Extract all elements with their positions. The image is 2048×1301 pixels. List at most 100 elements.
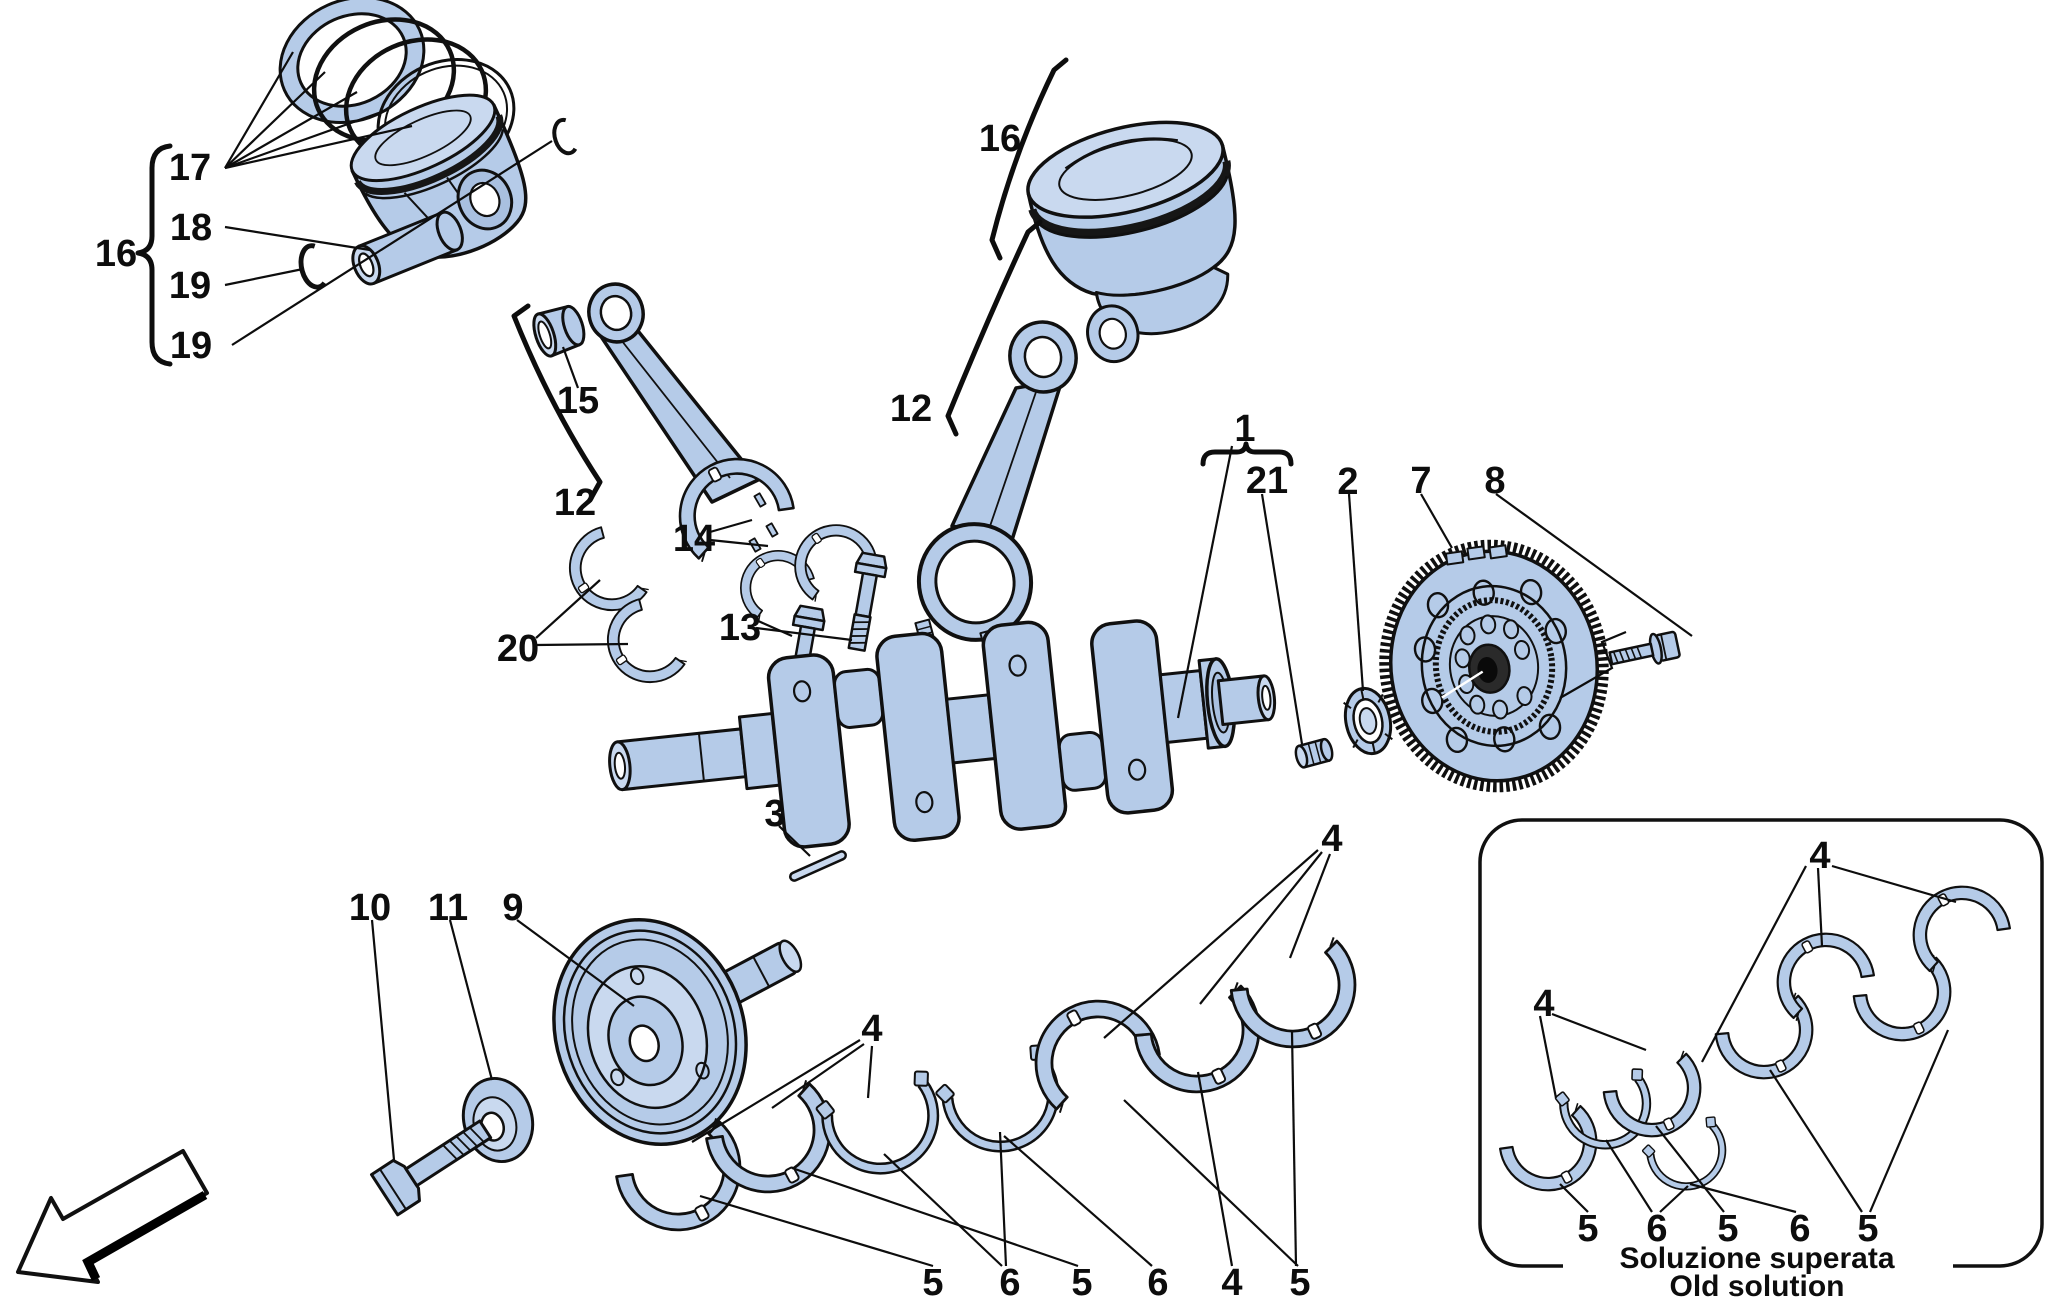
- callout-3: 3: [764, 793, 785, 835]
- leader-line: [370, 919, 396, 1161]
- flywheel-studs: [1454, 614, 1533, 720]
- leader-line: [448, 919, 494, 1081]
- leader-line: [778, 825, 811, 857]
- leader-line: [709, 518, 753, 534]
- leader-line: [1551, 1012, 1647, 1052]
- callout-8: 8: [1484, 460, 1505, 502]
- callout-brackets: [135, 57, 1294, 503]
- leader-line: [998, 1131, 1008, 1267]
- leader-line: [883, 1153, 1003, 1267]
- leader-line: [224, 124, 413, 170]
- leader-line: [1176, 445, 1234, 719]
- callout-21: 21: [1246, 460, 1288, 502]
- callout-7: 7: [1410, 460, 1431, 502]
- rod-cap-and-shells: [725, 492, 881, 623]
- leader-line: [224, 91, 358, 169]
- callout-5: 5: [1577, 1208, 1598, 1250]
- leader-line: [791, 1166, 1079, 1268]
- callout-20: 20: [497, 628, 539, 670]
- callout-16: 16: [95, 233, 137, 275]
- leader-line: [1420, 493, 1453, 549]
- leader-line: [535, 642, 629, 647]
- leader-line: [224, 225, 371, 252]
- callout-4: 4: [861, 1008, 882, 1050]
- callout-5: 5: [1289, 1262, 1310, 1301]
- callout-18: 18: [170, 207, 212, 249]
- callout-11: 11: [428, 887, 468, 929]
- leader-line: [866, 1045, 874, 1099]
- small-end-bushing: [532, 304, 586, 358]
- callout-4: 4: [1321, 818, 1342, 860]
- callout-12: 12: [554, 482, 596, 524]
- crankshaft: [608, 619, 1277, 849]
- callout-16: 16: [979, 118, 1021, 160]
- leader-lines: [224, 51, 1957, 1268]
- crank-pulley: [552, 918, 748, 1146]
- connecting-rod-left: [587, 282, 800, 566]
- leader-line: [224, 71, 326, 169]
- leader-line: [1288, 853, 1332, 959]
- leader-line: [1659, 1185, 1689, 1213]
- pilot-plug: [1294, 737, 1334, 769]
- leader-line: [1123, 1099, 1299, 1267]
- old-solution-shells: [1494, 868, 2016, 1209]
- callout-12: 12: [890, 388, 932, 430]
- callout-5: 5: [1857, 1208, 1878, 1250]
- leader-line: [709, 538, 769, 548]
- circlip-19b: [552, 117, 578, 156]
- pilot-bearing: [1343, 686, 1393, 756]
- old-solution-caption-en: Old solution: [1670, 1270, 1845, 1301]
- leader-line: [535, 579, 601, 639]
- callout-4: 4: [1809, 835, 1830, 877]
- callout-5: 5: [922, 1262, 943, 1301]
- old-solution-box: Soluzione superata Old solution: [1478, 818, 2044, 1301]
- callout-13: 13: [719, 607, 761, 649]
- piston-left: [349, 93, 528, 259]
- leader-line: [771, 1043, 865, 1109]
- dowels-14: [748, 492, 779, 553]
- circlip-19a: [298, 243, 327, 290]
- callout-bracket: [1200, 441, 1294, 467]
- callout-17: 17: [169, 147, 211, 189]
- callout-6: 6: [1147, 1262, 1168, 1301]
- callout-bracket: [135, 143, 173, 367]
- callout-5: 5: [1717, 1208, 1738, 1250]
- connecting-rod-right: [914, 320, 1078, 656]
- leader-line: [699, 1194, 934, 1268]
- leader-line: [1816, 867, 1824, 947]
- leader-line: [1538, 1015, 1558, 1099]
- leader-line: [1260, 493, 1304, 745]
- leader-line: [1347, 493, 1365, 692]
- leader-line: [1290, 1031, 1298, 1267]
- old-solution-caption-it: Soluzione superata: [1619, 1242, 1894, 1275]
- woodruff-key: [788, 850, 848, 882]
- leader-line: [1868, 1029, 1950, 1213]
- callout-19: 19: [170, 325, 212, 367]
- leader-line: [1701, 865, 1807, 1063]
- flywheel: [1379, 539, 1609, 793]
- leader-line: [1655, 1125, 1725, 1213]
- callout-4: 4: [1533, 983, 1554, 1025]
- callout-4: 4: [1221, 1262, 1242, 1301]
- rod-bearing-shells: [552, 522, 690, 700]
- piston-right: [1026, 120, 1237, 364]
- leader-line: [755, 618, 793, 638]
- leader-line: [691, 1039, 861, 1143]
- pulley-bolt: [370, 1119, 493, 1217]
- leader-line: [1495, 493, 1693, 637]
- leader-line: [561, 346, 580, 389]
- leader-line: [1689, 1182, 1797, 1214]
- leader-line: [224, 267, 304, 287]
- callout-6: 6: [1789, 1208, 1810, 1250]
- callout-10: 10: [349, 887, 391, 929]
- leader-line: [1605, 1139, 1653, 1213]
- caption-backing: [1563, 1246, 1953, 1298]
- leader-line: [1199, 851, 1323, 1005]
- flywheel-bolt: [1608, 630, 1681, 666]
- leader-line: [1769, 1069, 1863, 1213]
- callout-19: 19: [169, 265, 211, 307]
- callout-bracket: [511, 303, 603, 503]
- leader-line: [755, 626, 853, 642]
